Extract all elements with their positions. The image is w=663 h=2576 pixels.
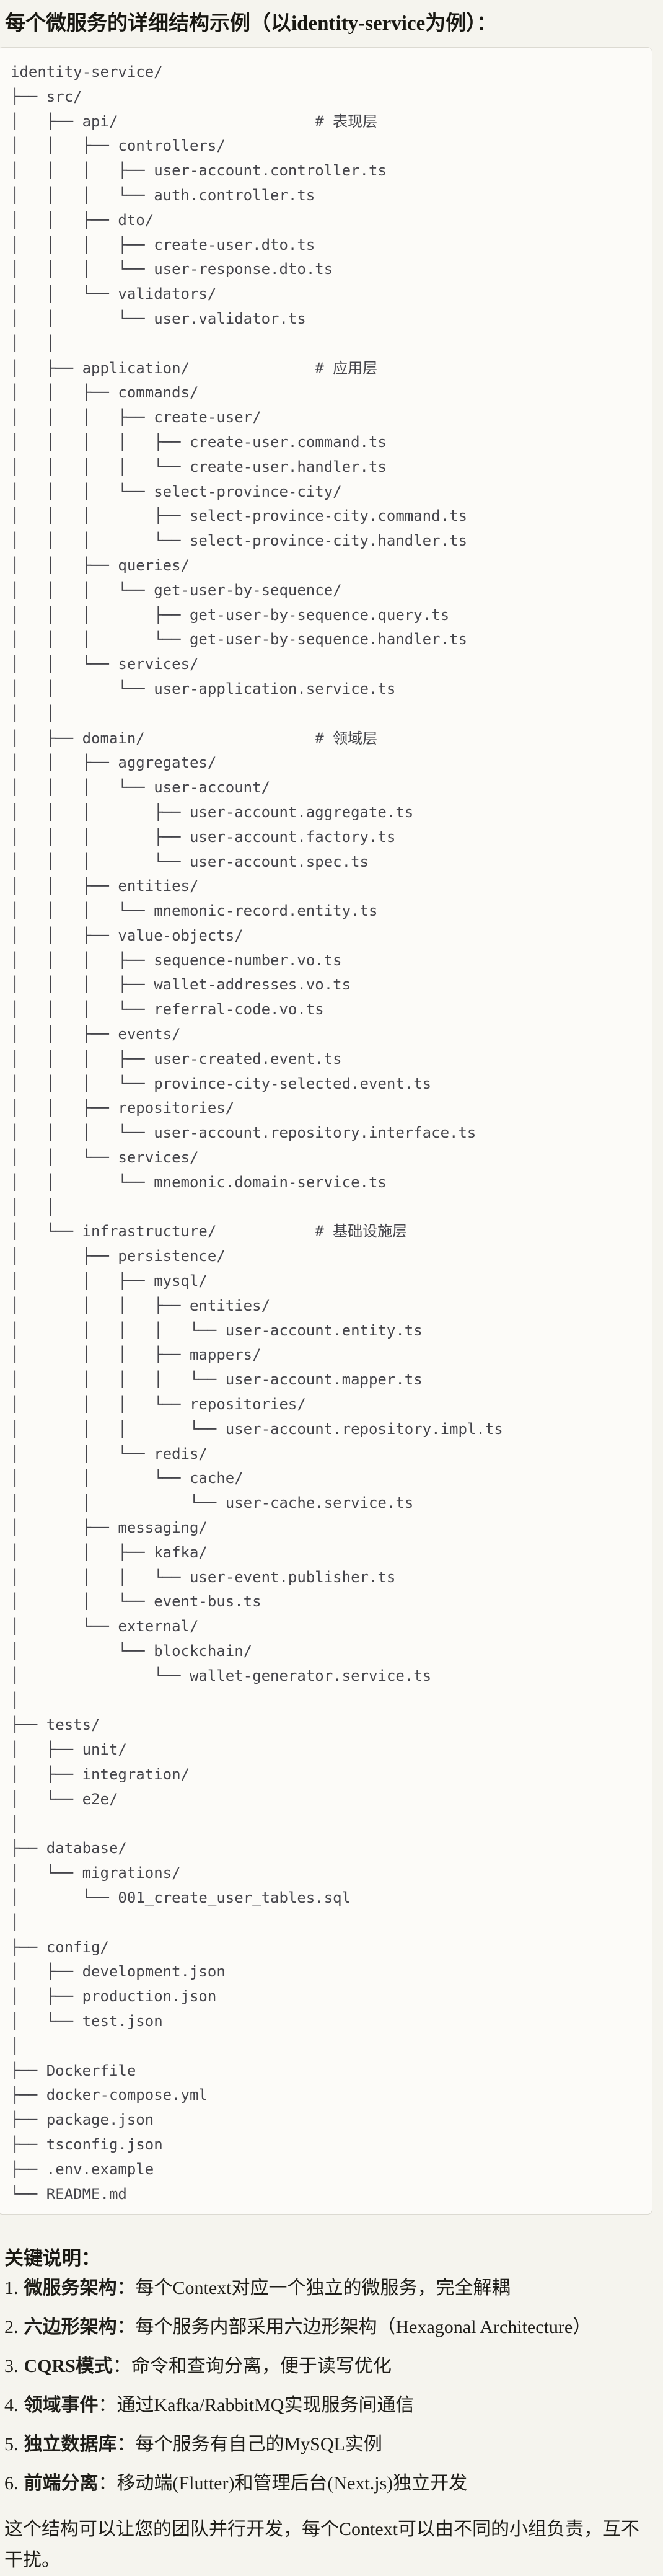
- page-title: 每个微服务的详细结构示例（以identity-service为例）：: [5, 12, 497, 35]
- note-term: 独立数据库: [24, 2434, 117, 2455]
- note-number: 1.: [4, 2278, 19, 2299]
- note-item: 4.领域事件：通过Kafka/RabbitMQ实现服务间通信: [4, 2390, 652, 2421]
- note-description: ：通过Kafka/RabbitMQ实现服务间通信: [98, 2395, 415, 2416]
- note-description: ：每个服务有自己的MySQL实例: [116, 2434, 382, 2455]
- note-number: 5.: [4, 2434, 19, 2455]
- note-item: 5.独立数据库：每个服务有自己的MySQL实例: [4, 2429, 652, 2460]
- note-term: 六边形架构: [24, 2317, 117, 2338]
- closing-paragraph: 这个结构可以让您的团队并行开发，每个Context可以由不同的小组负责，互不干扰…: [4, 2519, 639, 2571]
- directory-tree: identity-service/ ├── src/ │ ├── api/ # …: [11, 63, 503, 2203]
- code-block: identity-service/ ├── src/ │ ├── api/ # …: [0, 47, 652, 2215]
- note-description: ：移动端(Flutter)和管理后台(Next.js)独立开发: [98, 2473, 468, 2494]
- note-number: 2.: [4, 2317, 19, 2338]
- note-term: 微服务架构: [24, 2278, 117, 2299]
- note-description: ：每个服务内部采用六边形架构（Hexagonal Architecture）: [116, 2317, 592, 2338]
- note-item: 3.CQRS模式：命令和查询分离，便于读写优化: [4, 2351, 652, 2382]
- note-item: 2.六边形架构：每个服务内部采用六边形架构（Hexagonal Architec…: [4, 2312, 652, 2343]
- note-description: ：每个Context对应一个独立的微服务，完全解耦: [116, 2278, 511, 2299]
- note-term: CQRS模式: [24, 2356, 113, 2377]
- note-item: 6.前端分离：移动端(Flutter)和管理后台(Next.js)独立开发: [4, 2468, 652, 2499]
- note-item: 1.微服务架构：每个Context对应一个独立的微服务，完全解耦: [4, 2273, 652, 2304]
- note-description: ：命令和查询分离，便于读写优化: [112, 2356, 392, 2377]
- note-term: 前端分离: [24, 2473, 99, 2494]
- note-number: 6.: [4, 2473, 19, 2494]
- note-number: 3.: [4, 2356, 19, 2377]
- notes-heading: 关键说明：: [4, 2247, 100, 2270]
- note-number: 4.: [4, 2395, 19, 2416]
- note-term: 领域事件: [24, 2395, 99, 2416]
